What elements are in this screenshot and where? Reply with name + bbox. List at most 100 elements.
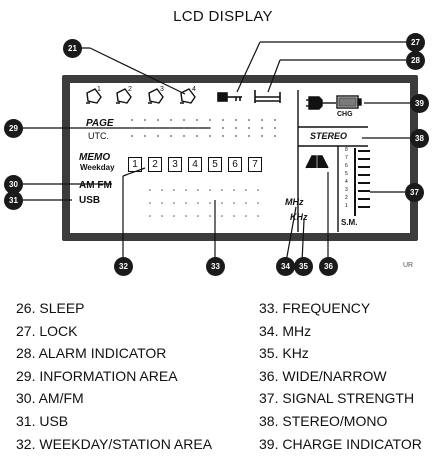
callout-35: 35	[294, 257, 313, 276]
frequency-dot	[185, 202, 187, 204]
callout-27: 27	[406, 33, 425, 52]
frequency-dot	[149, 215, 151, 217]
memo-slot: 1	[128, 157, 142, 172]
info-dot	[170, 135, 172, 137]
info-dot	[196, 119, 198, 121]
frequency-dot	[197, 202, 199, 204]
charge-indicator-icon	[306, 95, 362, 110]
legend-item: 34. MHz	[259, 322, 312, 339]
meter-scale-value: 4	[345, 179, 348, 185]
memo-slot: 4	[188, 157, 202, 172]
frequency-dot	[245, 189, 247, 191]
info-dot	[183, 135, 185, 137]
info-dot	[170, 119, 172, 121]
frequency-dot	[209, 202, 211, 204]
frequency-dot	[197, 189, 199, 191]
frequency-dot	[221, 215, 223, 217]
callout-29: 29	[4, 119, 23, 138]
legend-item: 27. LOCK	[16, 322, 78, 339]
info-dot	[261, 119, 263, 121]
info-dot	[144, 135, 146, 137]
alarm-sup-3: 3	[160, 86, 164, 93]
legend-item: 26. SLEEP	[16, 300, 85, 316]
utc-label: UTC.	[88, 131, 109, 141]
meter-scale-value: 6	[345, 163, 348, 169]
info-dot	[144, 119, 146, 121]
chg-label: CHG	[337, 111, 353, 118]
frequency-dot	[185, 215, 187, 217]
info-dot	[222, 119, 224, 121]
leader-21b	[89, 47, 186, 95]
sm-label: S.M.	[341, 218, 358, 227]
leader-27b	[236, 41, 261, 93]
info-dot	[274, 119, 276, 121]
signal-strength-bars	[354, 148, 370, 216]
callout-21: 21	[63, 39, 82, 58]
memo-slot: 2	[148, 157, 162, 172]
callout-37: 37	[405, 183, 424, 202]
legend-item: 32. WEEKDAY/STATION AREA	[16, 435, 213, 452]
info-dot	[170, 127, 172, 129]
legend-item: 28. ALARM INDICATOR	[16, 345, 167, 362]
am-fm-label: AM FM	[79, 180, 112, 191]
frequency-dot	[209, 189, 211, 191]
info-dot	[222, 127, 224, 129]
meter-scale-value: 3	[345, 187, 348, 193]
page-label: PAGE	[86, 118, 114, 129]
info-dot	[248, 127, 250, 129]
meter-scale-value: 2	[345, 195, 348, 201]
info-dot	[235, 135, 237, 137]
stereo-label: STEREO	[310, 131, 348, 141]
info-dot	[261, 127, 263, 129]
memo-slots: 1 2 3 4 5 6 7	[128, 157, 262, 172]
info-dot	[157, 135, 159, 137]
meter-scale-value: 1	[345, 203, 348, 209]
callout-32: 32	[114, 257, 133, 276]
info-dot	[131, 135, 133, 137]
watermark: UR	[403, 262, 414, 269]
info-dot	[274, 135, 276, 137]
info-dot	[248, 135, 250, 137]
info-dot	[144, 127, 146, 129]
meter-scale-value: 5	[345, 171, 348, 177]
frequency-dot	[209, 215, 211, 217]
memo-slot: 5	[208, 157, 222, 172]
info-dot	[274, 127, 276, 129]
frequency-dot	[149, 189, 151, 191]
alarm-sup-2: 2	[128, 86, 132, 93]
frequency-dot	[161, 202, 163, 204]
legend-left: 26. SLEEP 27. LOCK 28. ALARM INDICATOR 2…	[16, 297, 212, 455]
legend-item: 31. USB	[16, 412, 69, 429]
memo-slot: 7	[248, 157, 262, 172]
frequency-dot	[173, 202, 175, 204]
callout-38: 38	[410, 129, 429, 148]
legend-item: 36. WIDE/NARROW	[259, 367, 387, 384]
info-dot	[209, 127, 211, 129]
frequency-dot	[257, 202, 259, 204]
frequency-dot	[221, 202, 223, 204]
memo-label: MEMO	[79, 152, 111, 163]
memo-slot: 3	[168, 157, 182, 172]
frequency-dot	[257, 215, 259, 217]
wide-narrow-icon	[305, 155, 329, 169]
info-dot	[183, 127, 185, 129]
info-dot	[196, 135, 198, 137]
info-dot	[157, 127, 159, 129]
info-dot	[209, 135, 211, 137]
sleep-icon	[254, 90, 281, 103]
information-area-dots	[131, 119, 276, 137]
frequency-dot	[233, 189, 235, 191]
alarm-sup-1: 1	[97, 86, 101, 93]
callout-28: 28	[406, 51, 425, 70]
leader-35	[301, 219, 305, 263]
info-dot	[196, 127, 198, 129]
khz-label: KHz	[290, 212, 308, 222]
weekday-label: Weekday	[80, 163, 115, 172]
info-dot	[248, 119, 250, 121]
legend-item: 29. INFORMATION AREA	[16, 367, 178, 384]
mhz-label: MHz	[285, 197, 304, 207]
meter-scale: 8 7 6 5 4 3 2 1	[345, 146, 351, 210]
info-dot	[209, 119, 211, 121]
frequency-dot	[221, 189, 223, 191]
